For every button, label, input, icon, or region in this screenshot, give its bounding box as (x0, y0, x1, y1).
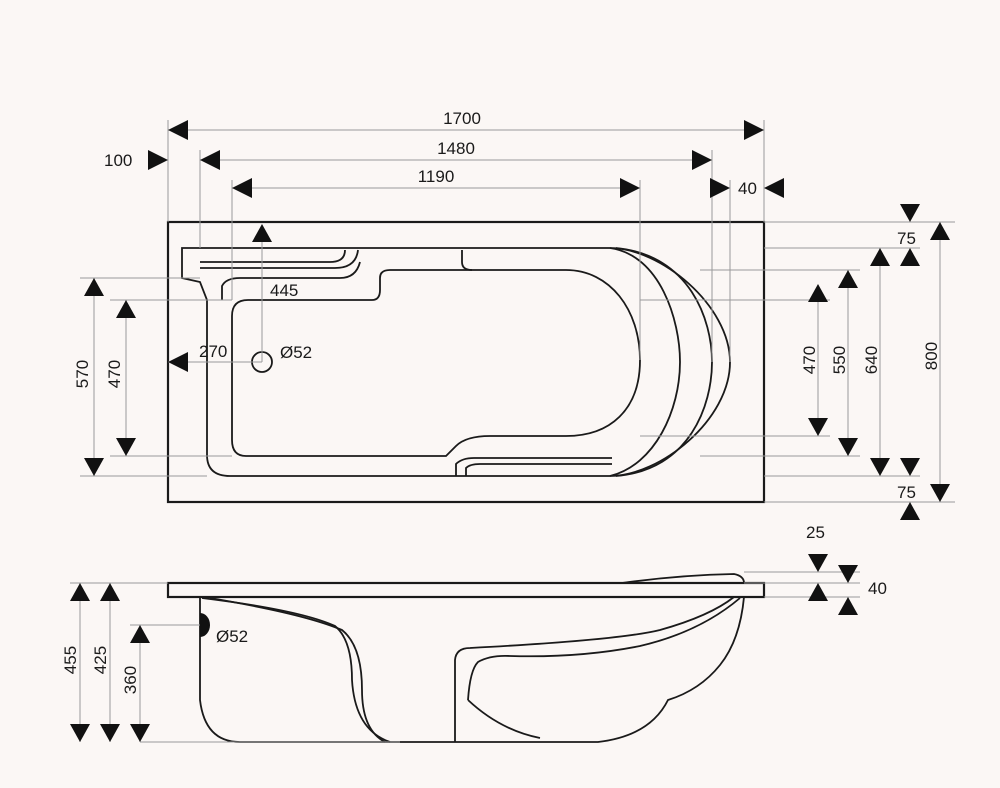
arrow-right-icon (744, 120, 764, 140)
tub-armrest-line-2 (200, 249, 359, 269)
arrow-down-icon (116, 438, 136, 456)
label-75-bottom: 75 (897, 483, 916, 502)
side-drain-icon (200, 613, 210, 637)
guide-lines (70, 120, 955, 626)
label-570: 570 (73, 360, 92, 388)
arrow-down-icon (70, 724, 90, 742)
side-inner-right-2 (467, 597, 741, 701)
arrow-up-icon (130, 625, 150, 643)
label-800: 800 (922, 342, 941, 370)
label-470-left: 470 (105, 360, 124, 388)
arrow-up-icon (930, 222, 950, 240)
label-40-top: 40 (738, 179, 757, 198)
label-drain-side: Ø52 (216, 627, 248, 646)
arrow-left-icon (232, 178, 252, 198)
tub-step-line (461, 250, 473, 271)
arrow-down-icon (808, 554, 828, 572)
label-455: 455 (61, 646, 80, 674)
top-view (166, 220, 766, 504)
arrow-up-icon (808, 284, 828, 302)
arrow-up-icon (838, 597, 858, 615)
tub-basin (231, 269, 641, 457)
label-270: 270 (199, 342, 227, 361)
label-445: 445 (270, 281, 298, 300)
tub-ledge-line (221, 261, 361, 300)
arrow-up-icon (900, 502, 920, 520)
arrow-up-icon (252, 224, 272, 242)
arrow-left-icon (168, 352, 188, 372)
side-inner-left (201, 597, 391, 743)
tub-head-curve-2 (615, 247, 713, 477)
label-drain-top: Ø52 (280, 343, 312, 362)
arrow-up-icon (70, 583, 90, 601)
arrow-left-icon (764, 178, 784, 198)
arrow-left-icon (200, 150, 220, 170)
label-40-side: 40 (868, 579, 887, 598)
side-view (140, 573, 766, 743)
arrow-down-icon (900, 458, 920, 476)
arrow-down-icon (100, 724, 120, 742)
arrow-left-icon (168, 120, 188, 140)
arrow-down-icon (900, 204, 920, 222)
arrow-down-icon (838, 565, 858, 583)
label-1190: 1190 (418, 167, 455, 186)
label-1480: 1480 (437, 139, 475, 158)
arrow-right-icon (710, 178, 730, 198)
arrow-down-icon (870, 458, 890, 476)
side-seat (467, 699, 541, 739)
side-inner-left-2 (209, 597, 386, 743)
arrow-down-icon (130, 724, 150, 742)
arrow-up-icon (84, 278, 104, 296)
arrow-right-icon (692, 150, 712, 170)
label-25: 25 (806, 523, 825, 542)
tub-armrest-line (200, 249, 346, 263)
label-1700: 1700 (443, 109, 481, 128)
label-360: 360 (121, 666, 140, 694)
arrow-up-icon (808, 583, 828, 601)
arrowheads (70, 120, 950, 742)
tub-head-curve-1 (609, 247, 681, 477)
label-550: 550 (830, 346, 849, 374)
label-100: 100 (104, 151, 132, 170)
label-470-right: 470 (800, 346, 819, 374)
side-inner-right (454, 596, 735, 742)
tub-front-step-2 (465, 463, 612, 476)
tub-front-step (455, 457, 612, 476)
arrow-up-icon (838, 270, 858, 288)
arrow-up-icon (870, 248, 890, 266)
side-top-bump (621, 573, 745, 584)
side-outer-shell (199, 596, 745, 743)
dimension-labels: 1700 1480 1190 100 40 75 75 800 640 550 … (61, 109, 941, 694)
arrow-down-icon (808, 418, 828, 436)
side-rim (166, 581, 766, 599)
label-640: 640 (862, 346, 881, 374)
label-425: 425 (91, 646, 110, 674)
arrow-down-icon (930, 484, 950, 502)
arrow-right-icon (148, 150, 168, 170)
arrow-right-icon (620, 178, 640, 198)
dimension-lines (79, 129, 941, 742)
label-75-top: 75 (897, 229, 916, 248)
arrow-up-icon (116, 300, 136, 318)
tub-inner-rim (181, 247, 731, 477)
arrow-down-icon (84, 458, 104, 476)
arrow-up-icon (900, 248, 920, 266)
arrow-down-icon (838, 438, 858, 456)
arrow-up-icon (100, 583, 120, 601)
